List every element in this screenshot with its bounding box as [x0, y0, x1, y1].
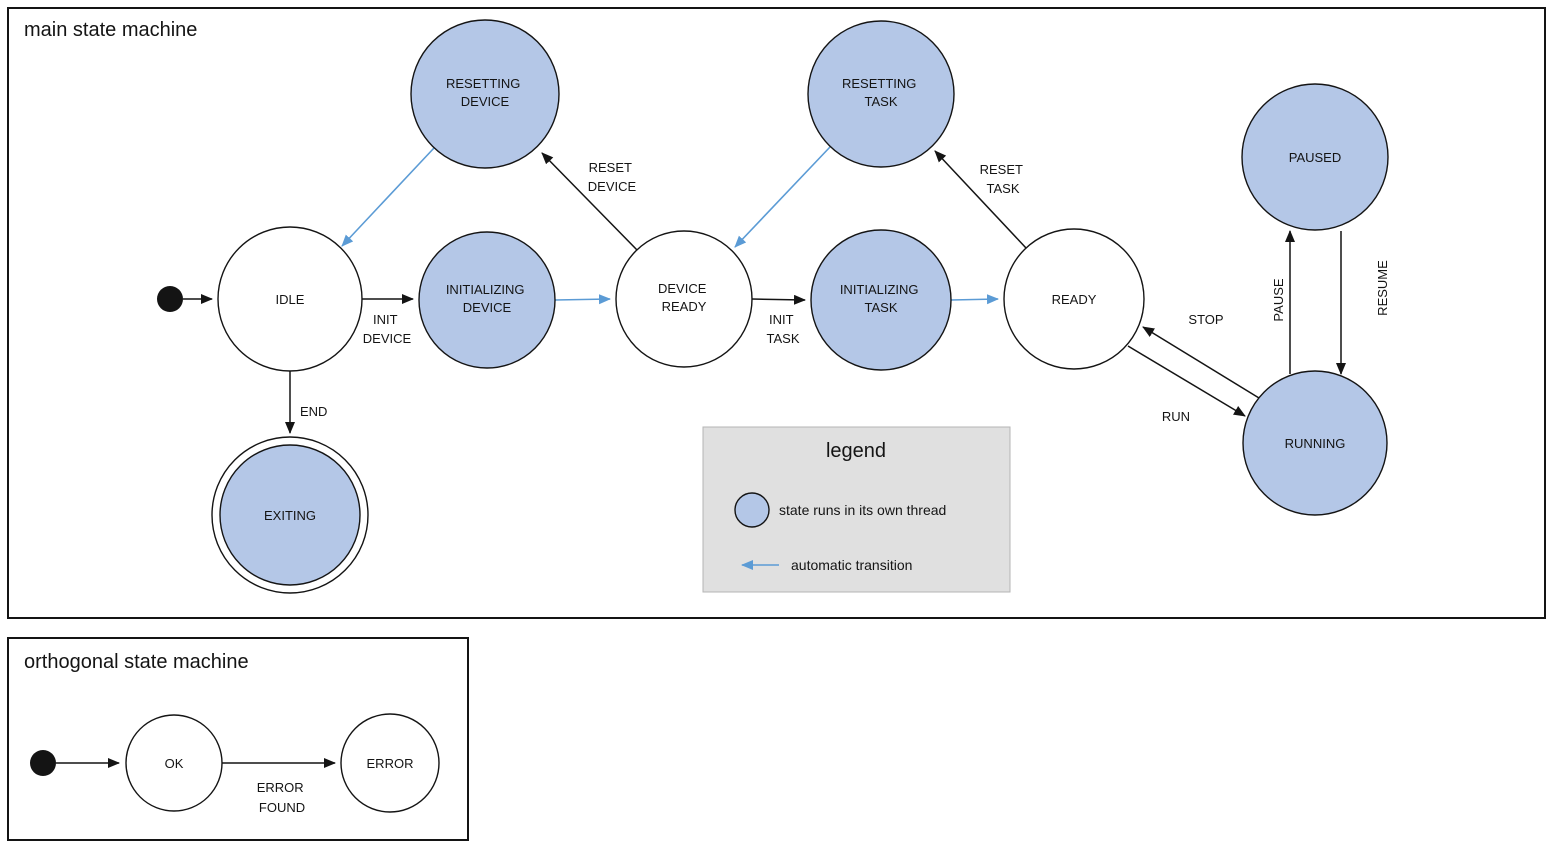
state-ok: [125, 714, 223, 812]
transition-reset-task-label: RESET TASK: [980, 162, 1027, 196]
state-running: [1242, 370, 1388, 516]
legend-title: legend: [826, 440, 886, 462]
state-paused: [1241, 83, 1389, 231]
edge-ready-to-resetting-task: [934, 150, 1027, 249]
state-initializing-device-label: INITIALIZING DEVICE: [446, 282, 528, 315]
state-ok-label: OK: [165, 756, 184, 771]
orthogonal-initial-state-dot: [30, 750, 56, 776]
legend-thread-item-label: state runs in its own thread: [779, 502, 946, 518]
transition-stop-label: STOP: [1188, 312, 1223, 327]
main-machine-frame: [7, 7, 1546, 619]
state-initializing-device: [418, 231, 556, 369]
transition-init-task-label: INIT TASK: [767, 312, 800, 346]
state-exiting-label: EXITING: [264, 508, 316, 523]
state-resetting-device: [410, 19, 560, 169]
edge-device-ready-to-initializing-task: [751, 294, 806, 305]
edge-device-ready-to-resetting-device: [541, 152, 638, 251]
state-device-ready-label: DEVICE READY: [658, 281, 710, 314]
transition-pause-label: PAUSE: [1271, 278, 1286, 321]
edge-auto-initializing-device-to-device-ready: [554, 294, 611, 305]
edge-running-to-ready: [1142, 326, 1260, 399]
state-resetting-task-label: RESETTING TASK: [842, 76, 920, 109]
state-idle-label: IDLE: [276, 292, 305, 307]
state-running-label: RUNNING: [1285, 436, 1346, 451]
transition-end-label: END: [300, 404, 327, 419]
state-error: [340, 713, 440, 813]
orthogonal-machine-title: orthogonal state machine: [24, 651, 249, 673]
state-initializing-task-label: INITIALIZING TASK: [840, 282, 922, 315]
transition-run-label: RUN: [1162, 409, 1190, 424]
state-ready-label: READY: [1052, 292, 1097, 307]
state-idle: [217, 226, 363, 372]
state-ready: [1003, 228, 1145, 370]
edge-auto-initializing-task-to-ready: [950, 294, 999, 305]
transition-resume-label: RESUME: [1375, 260, 1390, 316]
edge-auto-resetting-device-to-idle: [341, 147, 435, 247]
edge-auto-resetting-task-to-device-ready: [734, 146, 831, 248]
initial-state-dot: [157, 286, 183, 312]
legend-thread-state-icon: [734, 492, 770, 528]
state-resetting-task: [807, 20, 955, 168]
state-paused-label: PAUSED: [1289, 150, 1342, 165]
state-device-ready: [615, 230, 753, 368]
orthogonal-machine-frame: [7, 637, 469, 841]
legend-auto-item-label: automatic transition: [791, 557, 912, 573]
edge-ready-to-running: [1127, 345, 1246, 417]
state-resetting-device-label: RESETTING DEVICE: [446, 76, 524, 109]
state-error-label: ERROR: [367, 756, 414, 771]
main-machine-title: main state machine: [24, 19, 197, 41]
transition-reset-device-label: RESET DEVICE: [588, 160, 637, 194]
state-exiting: [219, 444, 361, 586]
transition-error-found-label: ERROR FOUND: [257, 780, 308, 815]
transition-init-device-label: INIT DEVICE: [363, 312, 412, 346]
state-initializing-task: [810, 229, 952, 371]
